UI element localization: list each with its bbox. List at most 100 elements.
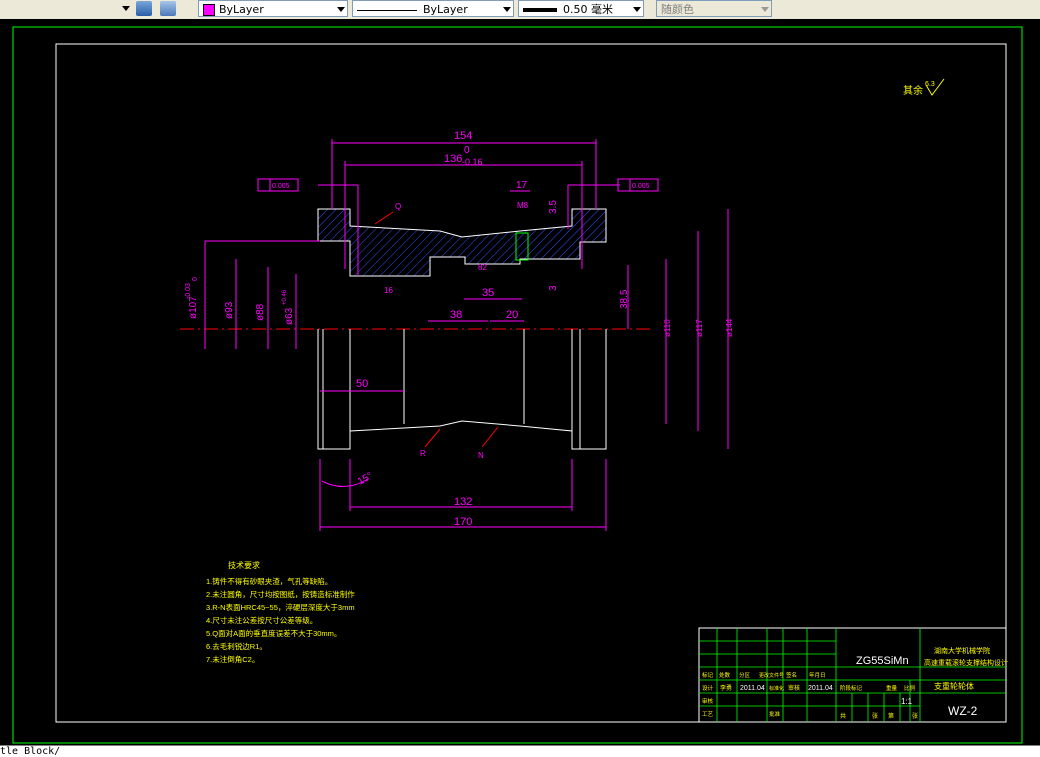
layer-previous-icon[interactable] — [136, 1, 152, 16]
title-block[interactable]: ZG55SiMn 湖南大学机械学院 高速重载滚轮支撑结构设计 支重轮轮体 WZ-… — [698, 627, 1008, 723]
drawing-frame — [55, 43, 1007, 723]
note-line: 6.去毛刺锐边R1。 — [206, 641, 267, 651]
plotstyle-control[interactable]: 随颜色 — [656, 0, 772, 17]
sheet-label: 张 — [912, 712, 918, 720]
signer-design: 李勇 — [720, 684, 732, 692]
row-label: 签名 — [786, 671, 797, 679]
note-line: 4.尺寸未注公差按尺寸公差等级。 — [206, 615, 317, 625]
upper-section — [317, 208, 607, 277]
roughness-symbol: 其余 6.3 — [903, 78, 945, 97]
sheet-label: 第 — [888, 712, 894, 720]
leader-arrows — [374, 211, 499, 448]
drawing-canvas[interactable]: 其余 6.3 — [0, 19, 1040, 746]
scale-value: 1:1 — [901, 697, 913, 706]
dim-17: 17 — [516, 180, 528, 191]
label-n: N — [478, 451, 484, 460]
dimension-lines — [204, 139, 729, 531]
stage-label: 阶段标记 — [840, 684, 863, 692]
dimension-texts: 154 0 136 -0.16 17 3.5 M8 3 35 38.5 38 2… — [185, 130, 734, 528]
date-standard: 2011.04 — [808, 685, 833, 692]
dim-38: 38 — [450, 309, 462, 321]
dim-phi63-tol: +0.46 — [282, 289, 288, 305]
cad-drawing[interactable]: 其余 6.3 — [0, 19, 1040, 746]
dim-136-upper: 0 — [464, 145, 470, 156]
roughness-note: 其余 — [903, 84, 923, 97]
company-line1: 湖南大学机械学院 — [934, 646, 990, 655]
command-line-text: tle Block/ — [0, 746, 61, 757]
label-q: Q — [395, 202, 401, 211]
note-line: 5.Q面对A面的垂直度误差不大于30mm。 — [206, 628, 341, 638]
dim-phi117: ø117 — [695, 319, 704, 337]
dim-15-deg: 15° — [356, 471, 375, 488]
layer-states-icon[interactable] — [160, 1, 176, 16]
dim-136-lower: -0.16 — [462, 157, 483, 167]
dim-phi88: ø88 — [255, 303, 266, 321]
layer-icon[interactable] — [118, 2, 130, 14]
linetype-sample-icon — [357, 9, 417, 11]
dim-m8: M8 — [517, 201, 529, 210]
dim-154: 154 — [454, 130, 472, 142]
roughness-value: 6.3 — [925, 81, 935, 88]
layout-border — [12, 26, 1023, 744]
chevron-down-icon — [761, 7, 769, 12]
dim-phi107-tol2: 0 — [192, 277, 199, 281]
dim-3: 3 — [548, 285, 559, 291]
color-control[interactable]: ByLayer — [198, 0, 348, 17]
date-design: 2011.04 — [740, 685, 765, 692]
linetype-control[interactable]: ByLayer — [352, 0, 514, 17]
row-label: 年月日 — [809, 671, 826, 679]
dim-phi144: ø144 — [725, 318, 734, 337]
row-label: 分区 — [739, 671, 751, 679]
dim-20: 20 — [506, 309, 518, 321]
dim-phi107-tol: -0.03 — [185, 283, 192, 299]
dim-132: 132 — [454, 496, 472, 508]
dim-35: 35 — [482, 287, 494, 299]
dim-phi110: ø110 — [663, 319, 672, 337]
geo-tolerance-left: 0.005 — [257, 178, 299, 192]
command-line[interactable]: tle Block/ — [0, 745, 1040, 757]
part-name: 支重轮轮体 — [934, 681, 974, 691]
dim-phi93: ø93 — [224, 301, 235, 319]
note-line: 2.未注圆角，尺寸均按图纸，按铸造标准制作 — [206, 589, 355, 599]
technical-notes: 技术要求 1.铸件不得有砂眼夹渣，气孔等缺陷。 2.未注圆角，尺寸均按图纸，按铸… — [206, 560, 355, 664]
properties-toolbar: ByLayer ByLayer 0.50 毫米 随颜色 — [0, 0, 1040, 20]
note-line: 1.铸件不得有砂眼夹渣，气孔等缺陷。 — [206, 576, 332, 586]
row-label: 更改文件号 — [759, 672, 784, 679]
notes-title: 技术要求 — [228, 560, 260, 570]
chevron-down-icon — [633, 7, 641, 12]
role-label: 标准化 — [769, 685, 784, 692]
dim-82: 82 — [478, 263, 487, 272]
dim-50: 50 — [356, 378, 368, 390]
lineweight-sample-icon — [523, 8, 557, 12]
sheet-label: 共 — [840, 712, 846, 720]
role-label: 工艺 — [702, 711, 714, 718]
dim-phi107: ø107 — [188, 296, 199, 319]
geo-tolerance-right: 0.005 — [617, 178, 659, 192]
drawing-number: WZ-2 — [948, 704, 978, 718]
dim-38-5: 38.5 — [619, 289, 630, 309]
material-label: ZG55SiMn — [856, 655, 909, 667]
label-r: R — [420, 449, 426, 458]
note-line: 3.R-N表面HRC45~55，淬硬层深度大于3mm — [206, 602, 355, 612]
stage-label: 重量 — [886, 684, 898, 692]
signer-review: 审核 — [788, 684, 800, 692]
row-label: 处数 — [719, 671, 731, 679]
color-swatch-icon — [203, 4, 215, 16]
dim-170: 170 — [454, 516, 472, 528]
chevron-down-icon — [503, 7, 511, 12]
sheet-label: 张 — [872, 712, 878, 720]
svg-text:0.005: 0.005 — [272, 183, 290, 190]
dim-16: 16 — [384, 286, 393, 295]
chevron-down-icon — [337, 7, 345, 12]
role-label: 设计 — [702, 684, 714, 692]
lineweight-control[interactable]: 0.50 毫米 — [518, 0, 644, 17]
role-label: 审核 — [702, 697, 714, 705]
role-label: 批准 — [769, 710, 781, 718]
lower-outline — [317, 329, 607, 450]
note-line: 7.未注倒角C2。 — [206, 654, 259, 664]
company-line2: 高速重载滚轮支撑结构设计 — [924, 658, 1008, 667]
dim-136: 136 — [444, 153, 462, 165]
dim-phi63: ø63 — [284, 307, 295, 325]
row-label: 标记 — [702, 671, 714, 679]
stage-label: 比例 — [904, 684, 916, 692]
